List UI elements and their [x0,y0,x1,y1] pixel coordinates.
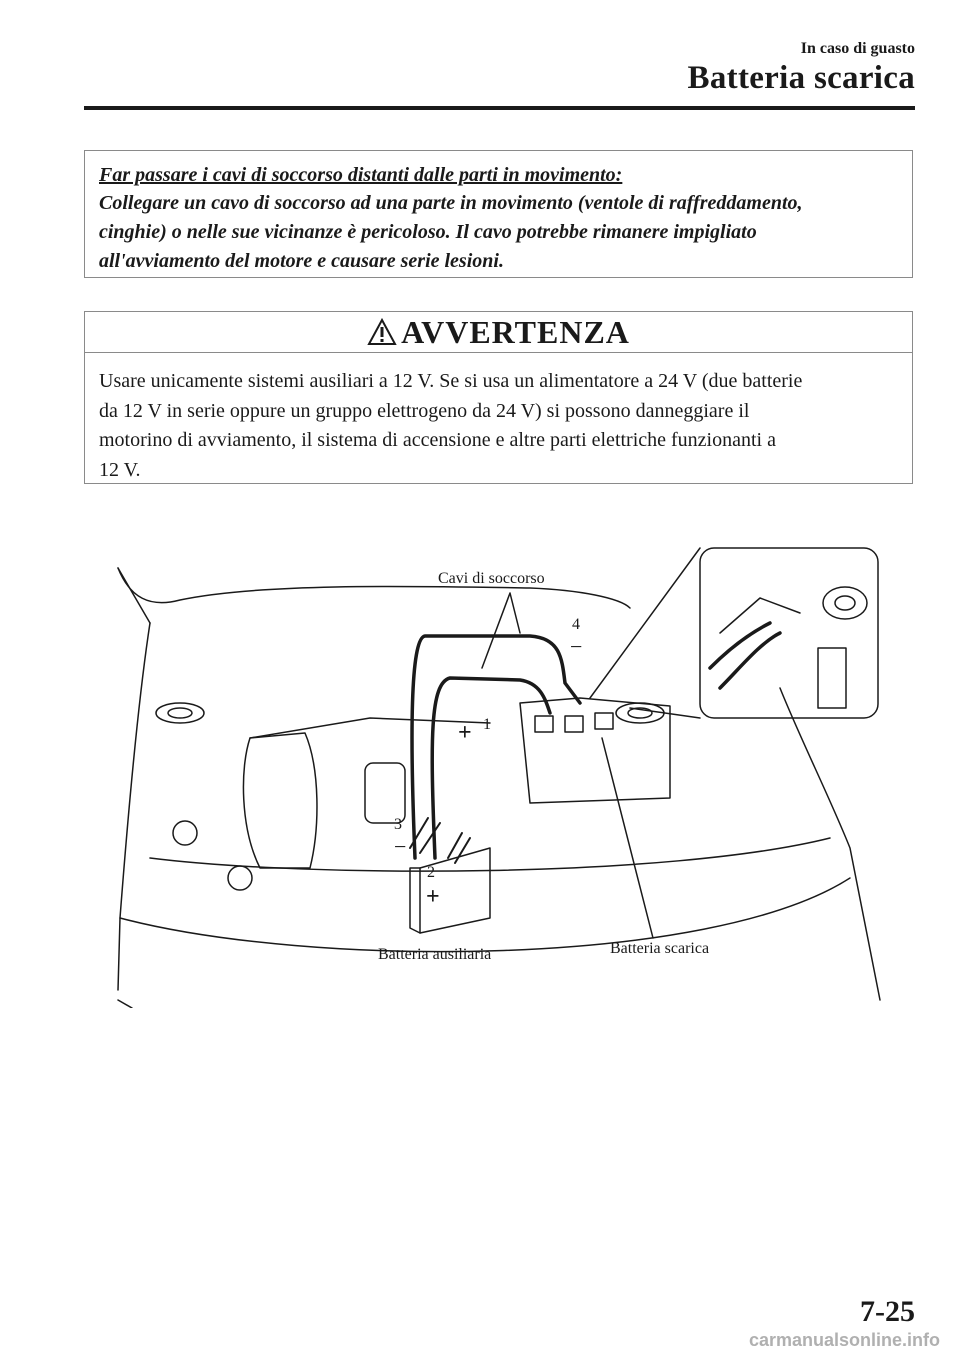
marker-3: 3 [394,816,402,833]
marker-1: 1 [483,716,491,733]
watermark: carmanualsonline.info [748,1330,940,1350]
warning-heading: Far passare i cavi di soccorso distanti … [99,164,623,186]
page-number: 7-25 [860,1295,915,1328]
warning-box: Far passare i cavi di soccorso distanti … [84,150,913,278]
marker-2-plus: + [426,884,440,910]
caution-line: 12 V. [99,458,141,481]
label-batteria-scarica: Batteria scarica [610,940,710,957]
marker-2: 2 [427,864,435,881]
warning-triangle-icon [367,318,397,345]
caution-line: Usare unicamente sistemi ausiliari a 12 … [99,370,803,392]
caution-title: AVVERTENZA [401,313,630,350]
marker-4: 4 [572,616,580,633]
jump-start-figure: Cavi di soccorso Batteria ausiliaria Bat… [110,538,890,1009]
caution-line: motorino di avviamento, il sistema di ac… [99,429,776,451]
caution-box: AVVERTENZA Usare unicamente sistemi ausi… [84,311,913,484]
warning-line: cinghie) o nelle sue vicinanze è pericol… [99,221,757,243]
page-title: Batteria scarica [687,60,915,96]
marker-1-plus: + [458,720,472,746]
warning-line: all'avviamento del motore e causare seri… [99,250,504,272]
caution-line: da 12 V in serie oppure un gruppo elettr… [99,399,750,422]
label-batteria-ausiliaria: Batteria ausiliaria [378,946,492,963]
warning-line: Collegare un cavo di soccorso ad una par… [99,192,803,214]
marker-4-minus: − [570,634,583,659]
caution-header: AVVERTENZA [85,312,912,353]
header-section: In caso di guasto [800,40,915,57]
header-rule [84,106,915,110]
marker-3-minus: − [394,834,407,859]
engine-bay-illustration [117,547,881,1009]
label-cavi-di-soccorso: Cavi di soccorso [438,570,545,587]
